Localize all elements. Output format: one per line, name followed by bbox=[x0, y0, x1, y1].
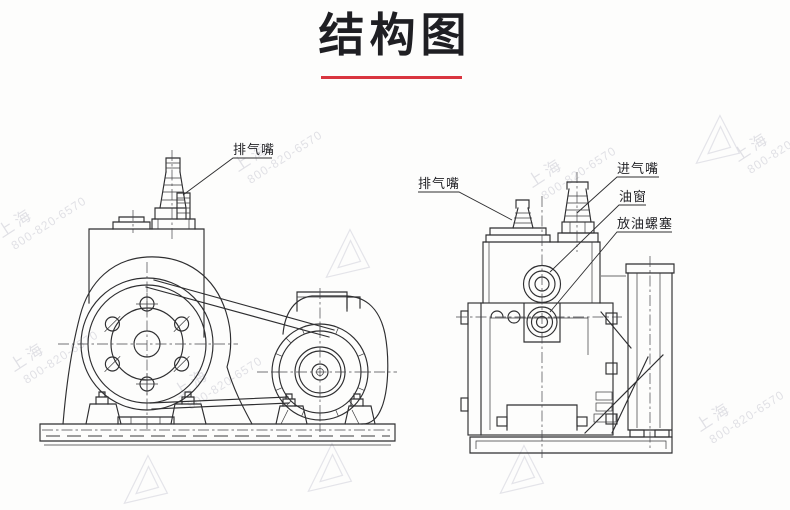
label-intake: 进气嘴 bbox=[617, 161, 659, 176]
centerlines bbox=[456, 196, 622, 458]
watermark-triangle-logo-icon bbox=[307, 442, 353, 493]
pump-housing bbox=[62, 256, 253, 425]
pump-lower-body bbox=[460, 302, 618, 436]
leader-exhaust-right bbox=[418, 191, 513, 221]
motor-fan-housing bbox=[584, 256, 675, 448]
right-view-drawing: 排气嘴 进气嘴 油窗 放油螺塞 bbox=[418, 161, 675, 458]
pump-upper-body bbox=[482, 241, 601, 304]
watermark-triangle-logo-icon bbox=[695, 114, 741, 165]
label-exhaust-right: 排气嘴 bbox=[418, 176, 460, 191]
motor bbox=[257, 288, 397, 432]
label-exhaust-left: 排气嘴 bbox=[233, 142, 275, 157]
leader-intake bbox=[576, 176, 659, 214]
base-plate-right bbox=[469, 436, 673, 454]
page-title: 结构图 bbox=[318, 9, 472, 61]
exhaust-nozzle-left bbox=[112, 150, 196, 240]
drive-belt bbox=[145, 279, 335, 410]
base-plate bbox=[39, 423, 396, 446]
title-underline bbox=[321, 76, 462, 79]
left-view-drawing: 排气嘴 bbox=[39, 142, 397, 446]
watermark-triangle-logo-icon bbox=[123, 454, 169, 505]
intake-nozzle bbox=[557, 172, 599, 252]
large-pulley bbox=[58, 262, 238, 432]
label-oil-window: 油窗 bbox=[619, 189, 647, 204]
leader-oil-window bbox=[549, 204, 646, 273]
watermark-triangle-logo-icon bbox=[499, 444, 545, 495]
leader-exhaust-left bbox=[182, 157, 272, 196]
watermark-triangle-logo-icon bbox=[325, 228, 371, 279]
leader-oil-drain-plug bbox=[549, 231, 672, 313]
exhaust-nozzle-right bbox=[485, 199, 551, 243]
pump-body-box bbox=[88, 228, 205, 338]
label-oil-drain-plug: 放油螺塞 bbox=[617, 216, 673, 231]
terminal-box bbox=[296, 291, 361, 312]
mounting-feet bbox=[85, 391, 376, 425]
